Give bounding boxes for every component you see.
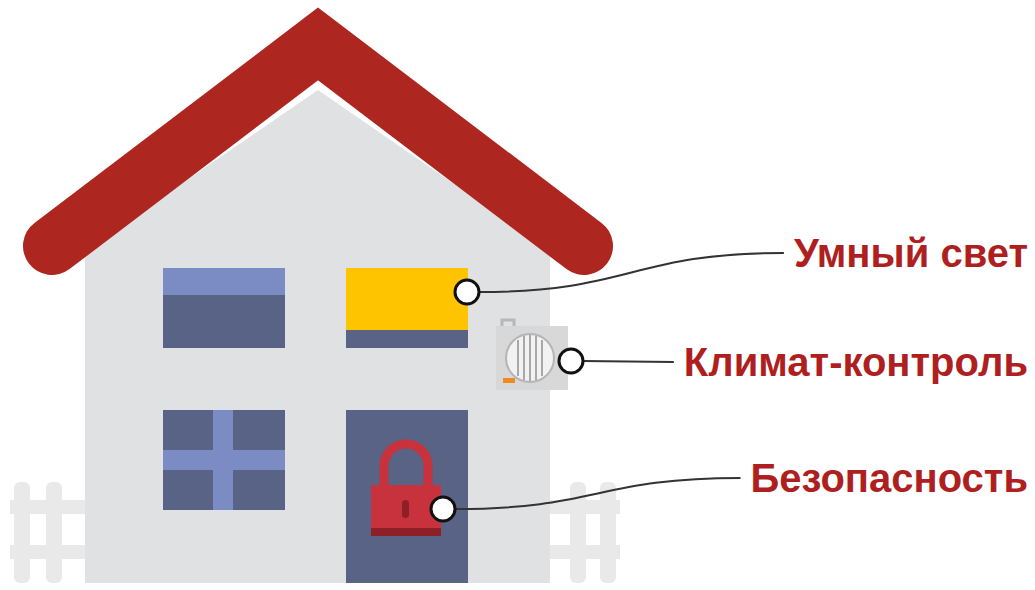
lit-window xyxy=(346,268,468,348)
window xyxy=(163,268,285,348)
window xyxy=(163,410,285,510)
callout-label: Безопасность xyxy=(751,456,1028,500)
air-conditioner xyxy=(496,320,568,390)
callout-dot xyxy=(431,280,583,521)
leader-line xyxy=(455,478,741,509)
leader-line xyxy=(583,361,674,362)
callout-label: Климат-контроль xyxy=(684,340,1028,384)
roof xyxy=(52,44,584,246)
leader-line xyxy=(479,253,784,292)
door xyxy=(346,410,468,583)
callout-label: Умный свет xyxy=(794,231,1028,275)
lock-icon xyxy=(371,444,441,536)
